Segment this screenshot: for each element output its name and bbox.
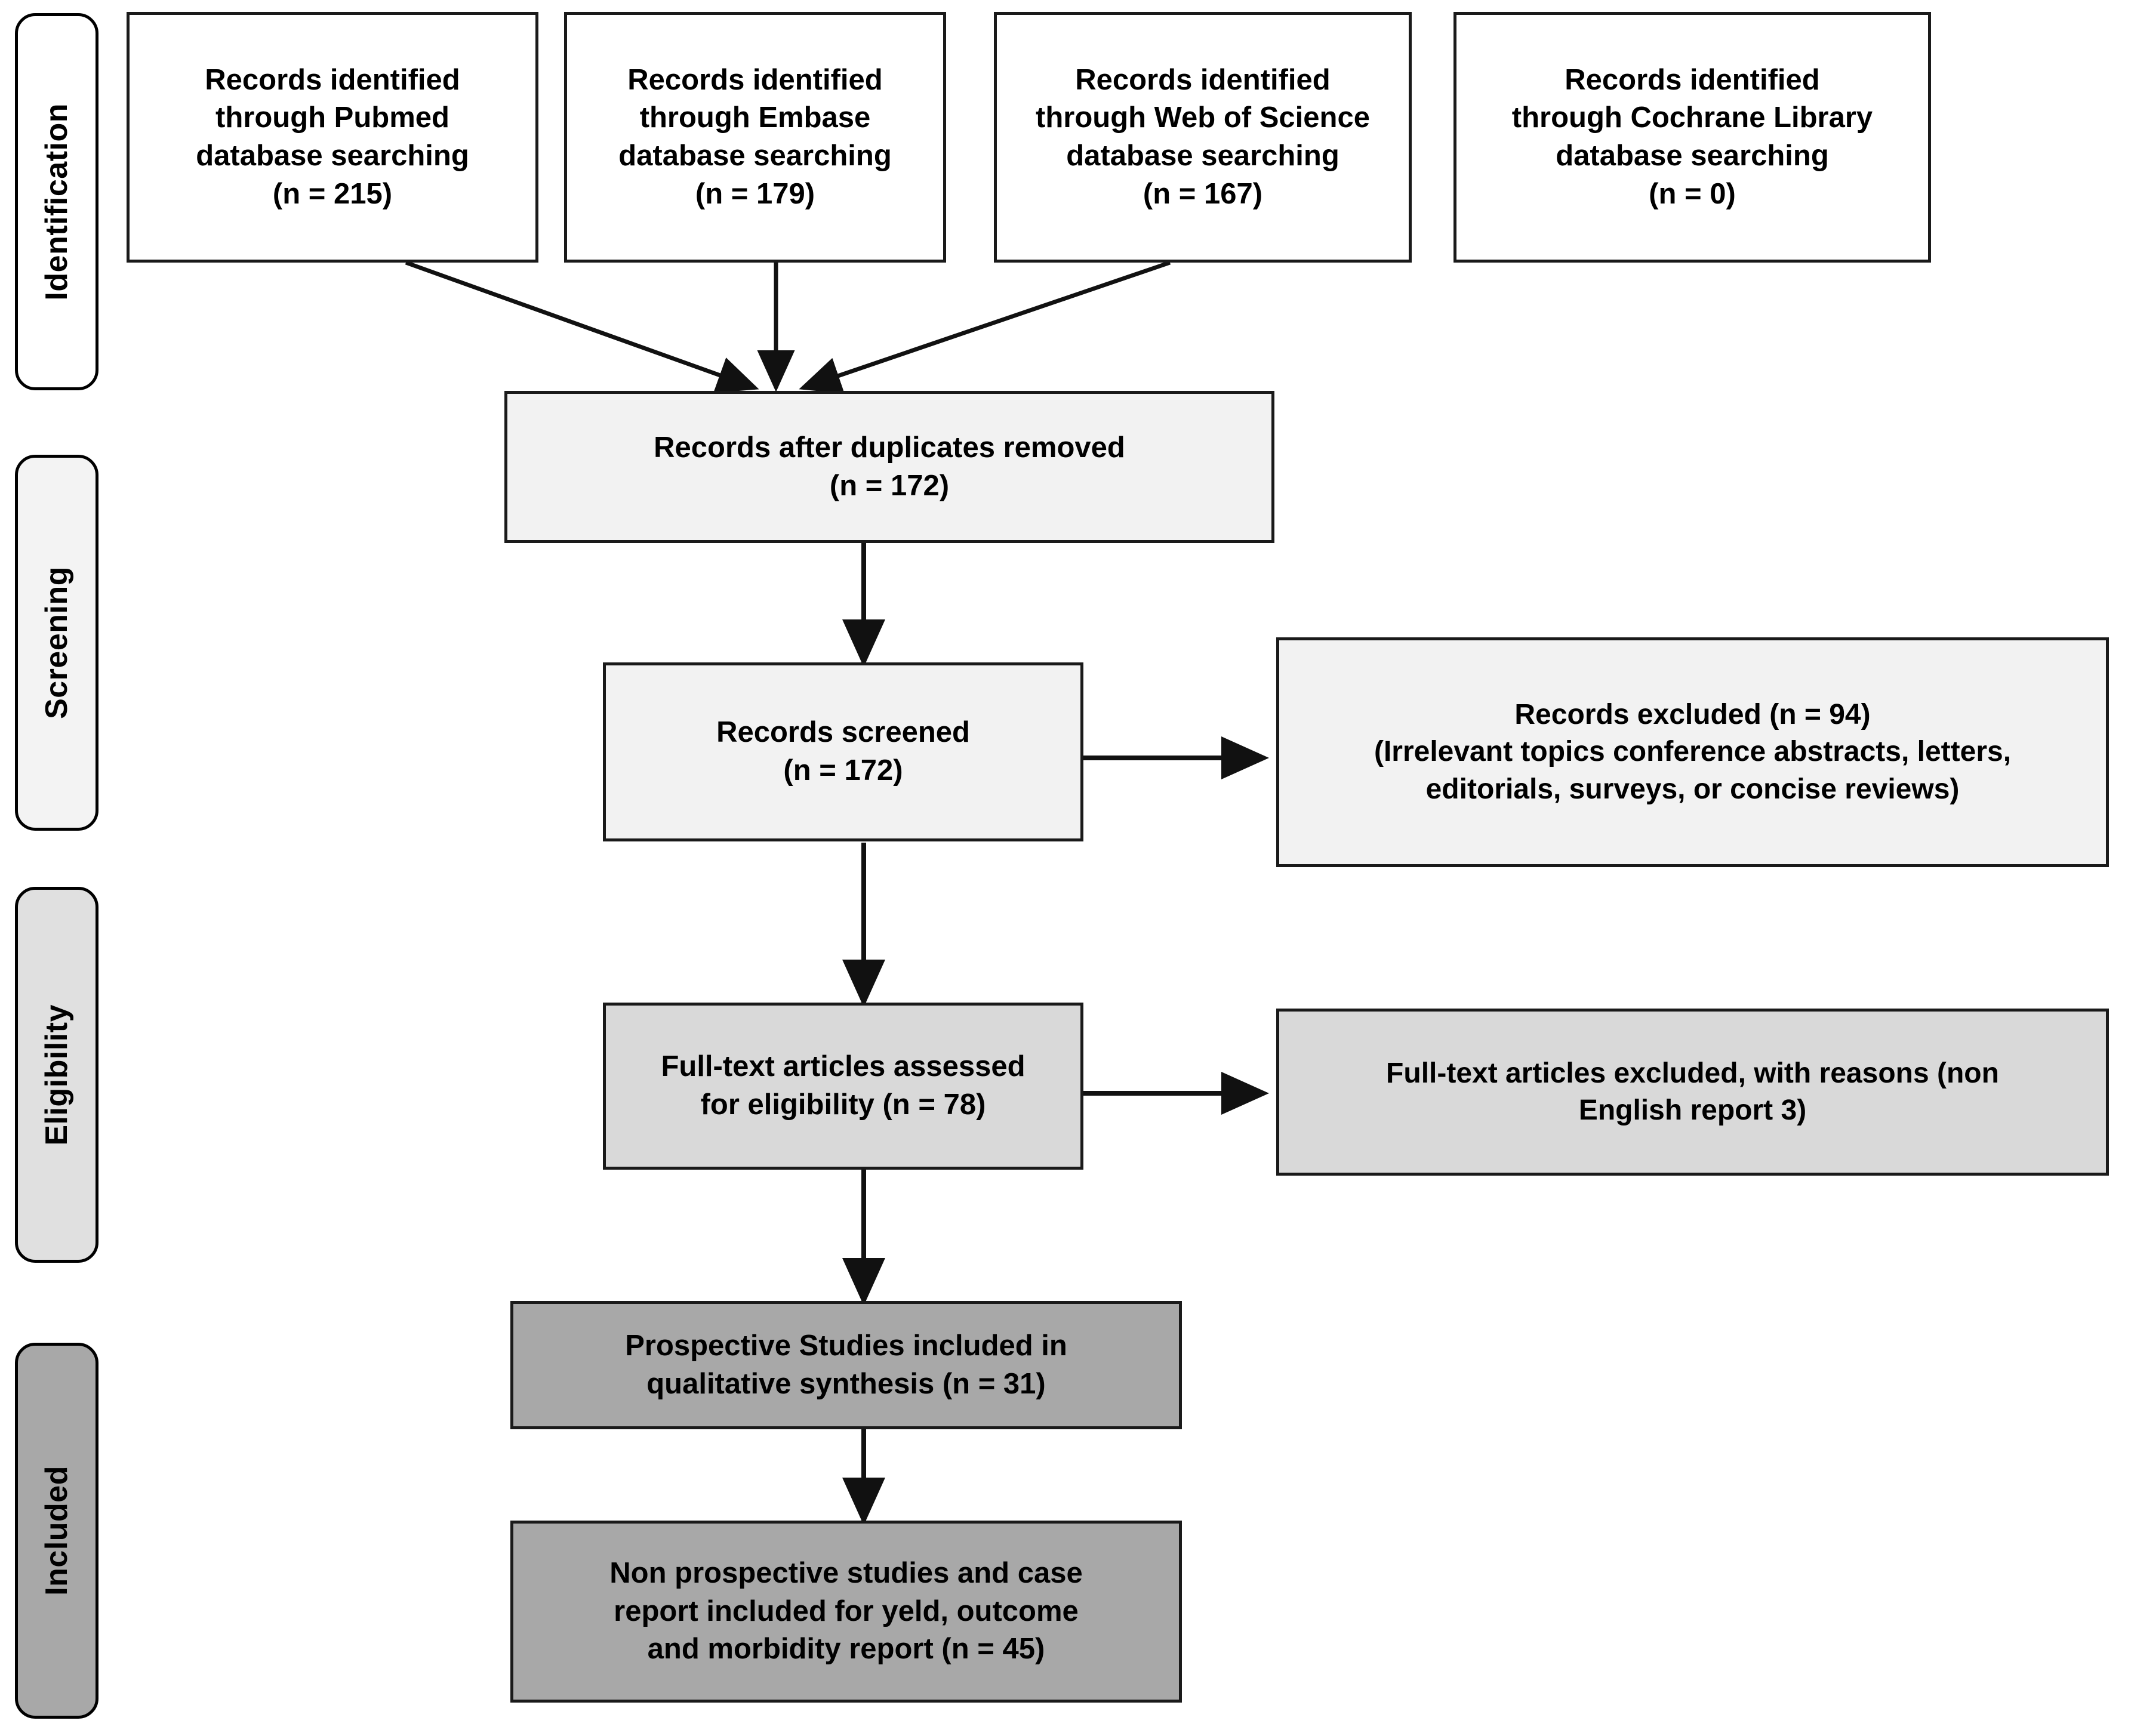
source-text-web-of-science: Records identified through Web of Scienc… (1036, 63, 1370, 210)
text-prospective-included: Prospective Studies included in qualitat… (625, 1329, 1067, 1400)
box-fulltext-assessed: Full-text articles assessed for eligibil… (603, 1003, 1083, 1170)
stage-pill-included: Included (15, 1343, 98, 1719)
stage-pill-eligibility: Eligibility (15, 887, 98, 1263)
source-box-embase: Records identified through Embase databa… (564, 12, 946, 263)
text-records-screened: Records screened (n = 172) (716, 716, 970, 787)
wire-wos-to-duplicates (799, 260, 1171, 394)
stage-label-included: Included (39, 1466, 74, 1596)
box-records-screened: Records screened (n = 172) (603, 662, 1083, 841)
box-nonprospective-included: Non prospective studies and case report … (510, 1521, 1182, 1703)
wire-pubmed-to-duplicates (405, 260, 759, 393)
text-records-after-duplicates-removed: Records after duplicates removed (n = 17… (654, 431, 1125, 502)
source-text-cochrane: Records identified through Cochrane Libr… (1511, 63, 1873, 210)
source-box-web-of-science: Records identified through Web of Scienc… (994, 12, 1412, 263)
box-fulltext-excluded: Full-text articles excluded, with reason… (1276, 1009, 2109, 1176)
text-nonprospective-included: Non prospective studies and case report … (609, 1556, 1083, 1666)
source-box-cochrane: Records identified through Cochrane Libr… (1453, 12, 1931, 263)
source-box-pubmed: Records identified through Pubmed databa… (127, 12, 538, 263)
text-records-excluded: Records excluded (n = 94) (Irrelevant to… (1374, 698, 2012, 805)
stage-pill-identification: Identification (15, 13, 98, 390)
stage-label-identification: Identification (39, 103, 74, 301)
box-prospective-included: Prospective Studies included in qualitat… (510, 1301, 1182, 1429)
stage-label-eligibility: Eligibility (39, 1004, 74, 1146)
stage-pill-screening: Screening (15, 455, 98, 831)
source-text-pubmed: Records identified through Pubmed databa… (196, 63, 469, 210)
stage-label-screening: Screening (39, 566, 74, 719)
source-text-embase: Records identified through Embase databa… (618, 63, 892, 210)
text-fulltext-excluded: Full-text articles excluded, with reason… (1386, 1057, 1999, 1126)
box-records-after-duplicates-removed: Records after duplicates removed (n = 17… (504, 391, 1274, 543)
box-records-excluded: Records excluded (n = 94) (Irrelevant to… (1276, 637, 2109, 867)
text-fulltext-assessed: Full-text articles assessed for eligibil… (661, 1050, 1026, 1121)
